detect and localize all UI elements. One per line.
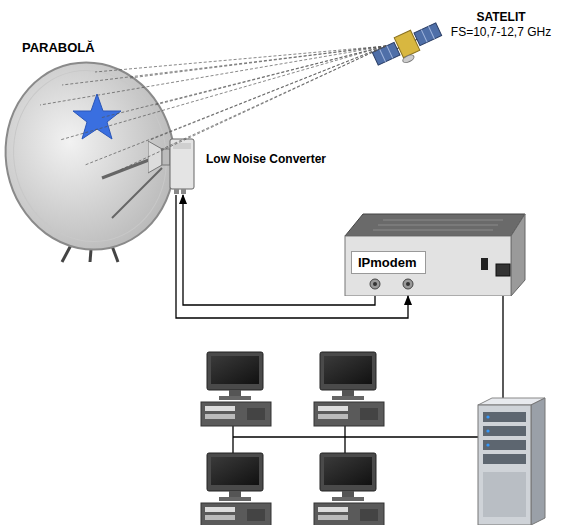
node-label: Low Noise Converter — [206, 152, 326, 166]
server — [478, 398, 545, 525]
satellite-shape — [372, 18, 444, 74]
node-sublabel: FS=10,7-12,7 GHz — [444, 25, 558, 39]
coax-cable — [176, 195, 408, 318]
node-label: SATELIT — [444, 10, 558, 24]
ip-modem: IPmodem — [343, 212, 527, 296]
computer — [201, 352, 384, 525]
satellite-dish: PARABOLĂ — [2, 58, 188, 254]
ip-modem-shape — [343, 212, 527, 296]
node-label: IPmodem — [351, 251, 426, 274]
satellite-dish-shape — [2, 58, 188, 254]
satellite: SATELITFS=10,7-12,7 GHz — [372, 18, 444, 74]
coax-cable — [183, 195, 375, 305]
dish-mount — [62, 200, 118, 262]
lnb-converter: Low Noise Converter — [148, 135, 196, 195]
node-label: PARABOLĂ — [22, 40, 95, 55]
network-cable — [233, 275, 503, 458]
lnb-converter-shape — [148, 135, 196, 195]
